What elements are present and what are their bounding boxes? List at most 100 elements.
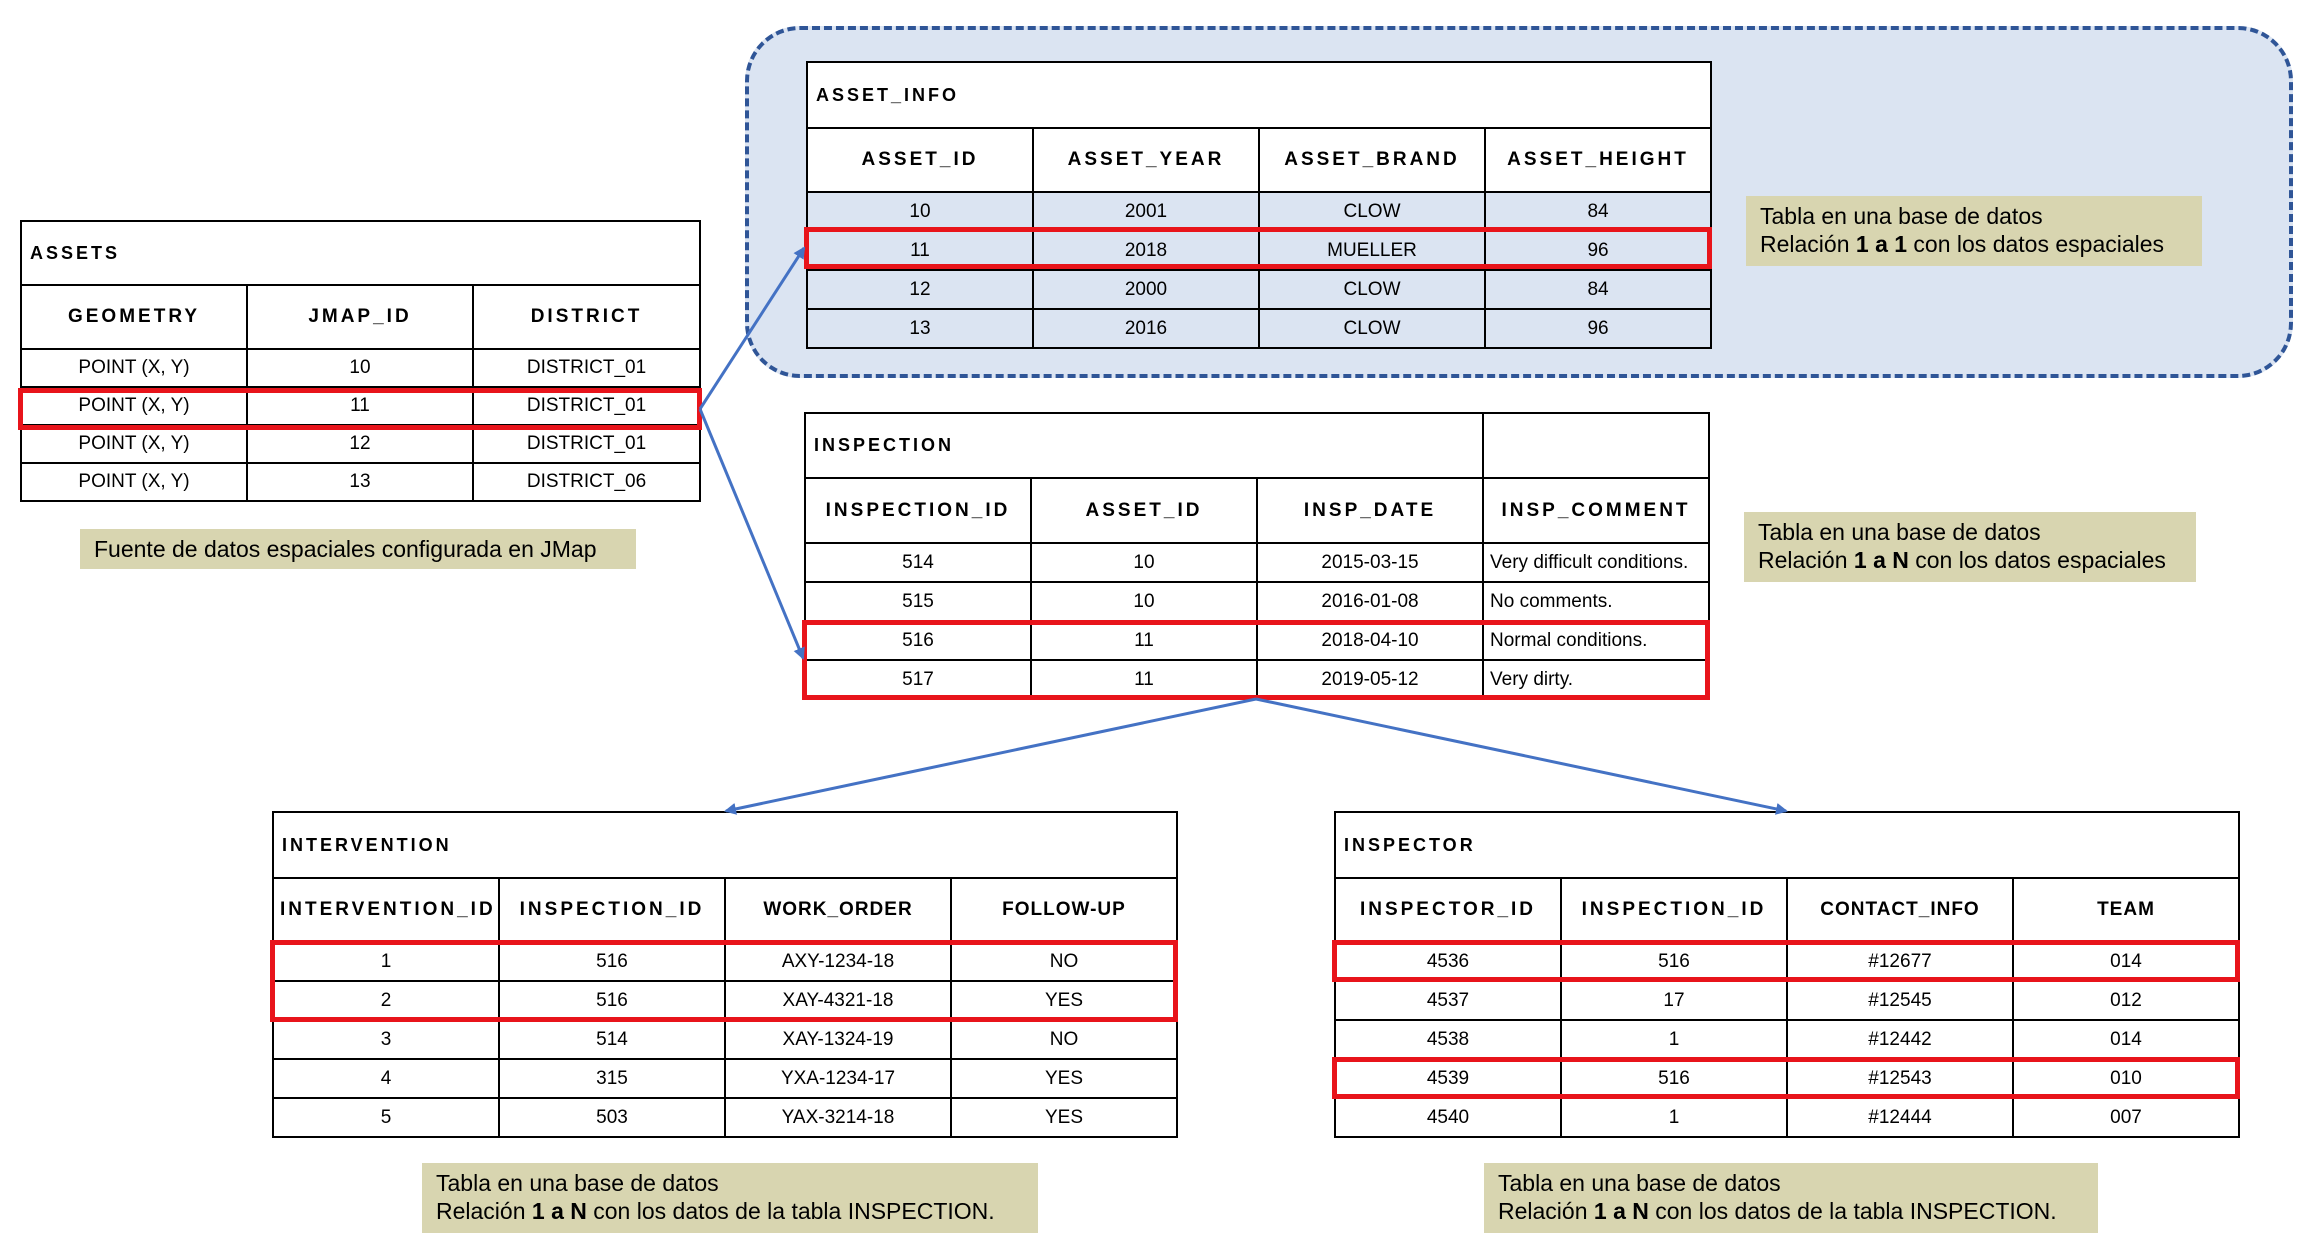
column-header: INSPECTION_ID: [498, 877, 726, 943]
table-cell: CLOW: [1258, 191, 1486, 232]
table-cell: 96: [1483, 308, 1713, 349]
asset-info-note: Tabla en una base de datos Relación 1 a …: [1746, 196, 2202, 266]
asset-info-note-line2: Relación 1 a 1 con los datos espaciales: [1760, 231, 2165, 257]
table-cell: CLOW: [1258, 308, 1486, 349]
table-cell: 012: [2012, 980, 2240, 1021]
table-cell: 007: [2012, 1097, 2240, 1138]
empty-cell: [1482, 412, 1711, 479]
inspector-table-title: INSPECTOR: [1334, 811, 2240, 879]
table-cell: 13: [806, 308, 1034, 349]
column-header: ASSET_ID: [806, 127, 1034, 193]
intervention-table: INTERVENTION INTERVENTION_ID INSPECTION_…: [272, 811, 1178, 1138]
table-row: 2 516 XAY-4321-18 YES: [272, 980, 1178, 1021]
table-row: POINT (X, Y) 13 DISTRICT_06: [20, 462, 701, 502]
table-cell: DISTRICT_01: [472, 424, 701, 464]
intervention-note-line2: Relación 1 a N con los datos de la tabla…: [436, 1198, 995, 1224]
assets-table: ASSETS GEOMETRY JMAP_ID DISTRICT POINT (…: [20, 220, 701, 502]
inspector-table: INSPECTOR INSPECTOR_ID INSPECTION_ID CON…: [1334, 811, 2240, 1138]
table-cell: POINT (X, Y): [20, 424, 248, 464]
table-row: 5 503 YAX-3214-18 YES: [272, 1097, 1178, 1138]
table-cell: 4536: [1334, 941, 1562, 982]
table-cell: 2001: [1032, 191, 1260, 232]
intervention-note: Tabla en una base de datos Relación 1 a …: [422, 1163, 1038, 1233]
table-cell: 4538: [1334, 1019, 1562, 1060]
column-header: ASSET_ID: [1030, 477, 1258, 544]
table-cell: 11: [1030, 620, 1258, 661]
table-cell: 5: [272, 1097, 500, 1138]
intervention-note-line1: Tabla en una base de datos: [436, 1170, 719, 1196]
table-row: POINT (X, Y) 12 DISTRICT_01: [20, 424, 701, 464]
arrow-assets-to-inspection: [698, 408, 805, 660]
table-row: 4539 516 #12543 010: [1334, 1058, 2240, 1099]
table-cell: POINT (X, Y): [20, 348, 248, 388]
table-cell: YES: [950, 1097, 1178, 1138]
inspection-note: Tabla en una base de datos Relación 1 a …: [1744, 512, 2196, 582]
column-header: ASSET_HEIGHT: [1483, 127, 1713, 193]
table-cell: 4537: [1334, 980, 1562, 1021]
table-cell: YXA-1234-17: [724, 1058, 952, 1099]
arrow-inspection-to-intervention: [724, 697, 1257, 815]
asset-info-table-title: ASSET_INFO: [805, 61, 1713, 129]
table-cell: #12545: [1786, 980, 2014, 1021]
table-cell: AXY-1234-18: [724, 941, 952, 982]
column-header: ASSET_BRAND: [1258, 127, 1486, 193]
table-cell: 315: [498, 1058, 726, 1099]
column-header: WORK_ORDER: [724, 877, 952, 943]
arrow-assets-to-asset-info: [698, 246, 806, 410]
table-cell: 4540: [1334, 1097, 1562, 1138]
inspection-note-line1: Tabla en una base de datos: [1758, 519, 2041, 545]
column-header: ASSET_YEAR: [1032, 127, 1260, 193]
column-header: DISTRICT: [472, 284, 701, 350]
table-cell: DISTRICT_01: [472, 348, 701, 388]
table-cell: 10: [246, 348, 474, 388]
table-cell: 2015-03-15: [1255, 542, 1485, 583]
table-cell: YES: [950, 1058, 1178, 1099]
table-cell: 17: [1560, 980, 1788, 1021]
table-cell: NO: [950, 1019, 1178, 1060]
table-row: 515 10 2016-01-08 No comments.: [804, 581, 1711, 622]
table-row: 10 2001 CLOW 84: [806, 191, 1713, 232]
table-cell: 1: [272, 941, 500, 982]
table-row: 4536 516 #12677 014: [1334, 941, 2240, 982]
table-cell: 12: [246, 424, 474, 464]
table-cell: 503: [498, 1097, 726, 1138]
table-cell: 2016: [1032, 308, 1260, 349]
table-row: 514 10 2015-03-15 Very difficult conditi…: [804, 542, 1711, 583]
table-cell: DISTRICT_06: [472, 462, 701, 502]
table-cell: 13: [246, 462, 474, 502]
table-cell: 84: [1483, 269, 1713, 310]
table-cell: #12677: [1786, 941, 2014, 982]
column-header: INSPECTOR_ID: [1334, 877, 1562, 943]
inspection-table: INSPECTION INSPECTION_ID ASSET_ID INSP_D…: [803, 412, 1711, 700]
table-cell: 84: [1483, 191, 1713, 232]
table-row: 12 2000 CLOW 84: [806, 269, 1713, 310]
column-header: INSPECTION_ID: [1560, 877, 1788, 943]
table-cell: 516: [498, 941, 726, 982]
assets-table-title: ASSETS: [20, 220, 701, 286]
table-cell: POINT (X, Y): [20, 462, 248, 502]
inspector-note: Tabla en una base de datos Relación 1 a …: [1484, 1163, 2098, 1233]
table-row: 4 315 YXA-1234-17 YES: [272, 1058, 1178, 1099]
table-cell: NO: [950, 941, 1178, 982]
table-cell: #12444: [1786, 1097, 2014, 1138]
table-cell: 2000: [1032, 269, 1260, 310]
table-cell: 515: [804, 581, 1032, 622]
table-row: 4537 17 #12545 012: [1334, 980, 2240, 1021]
table-cell: 10: [806, 191, 1034, 232]
column-header: GEOMETRY: [20, 284, 248, 350]
table-row: POINT (X, Y) 10 DISTRICT_01: [20, 348, 701, 388]
table-cell: XAY-1324-19: [724, 1019, 952, 1060]
table-row: 11 2018 MUELLER 96: [806, 230, 1713, 271]
table-row: 4540 1 #12444 007: [1334, 1097, 2240, 1138]
table-cell: CLOW: [1258, 269, 1486, 310]
assets-note: Fuente de datos espaciales configurada e…: [80, 529, 636, 569]
inspector-note-line2: Relación 1 a N con los datos de la tabla…: [1498, 1198, 2057, 1224]
table-cell: 11: [806, 230, 1034, 271]
table-cell: 10: [1030, 581, 1258, 622]
table-cell: 4: [272, 1058, 500, 1099]
table-cell: 12: [806, 269, 1034, 310]
inspection-note-line2: Relación 1 a N con los datos espaciales: [1758, 547, 2166, 573]
inspection-table-title: INSPECTION: [803, 412, 1485, 479]
table-cell: 10: [1030, 542, 1258, 583]
